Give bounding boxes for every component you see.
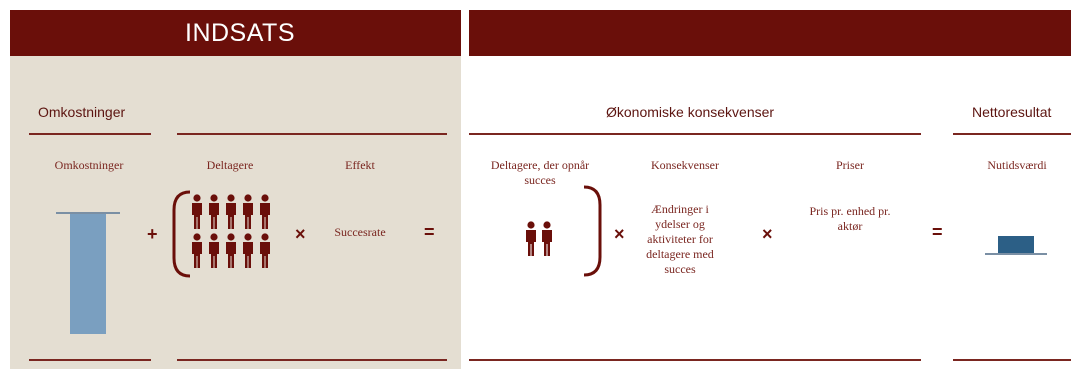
cost-bar-baseline (56, 212, 120, 214)
label-present-value: Nutidsværdi (987, 158, 1047, 172)
label-effect: Effekt (345, 158, 375, 172)
rule-top-costs (29, 133, 151, 135)
header-bar-right (469, 10, 1071, 56)
section-economic-consequences-heading: Økonomiske konsekvenser (606, 104, 775, 120)
section-costs-heading: Omkostninger (38, 104, 126, 120)
equals-operator-1: = (424, 222, 435, 242)
label-participants: Deltagere (206, 158, 254, 172)
rule-bottom-participants (177, 359, 447, 361)
times-operator-3: × (762, 224, 773, 244)
participants-people-icon (192, 194, 270, 268)
cost-bar (70, 214, 106, 334)
rule-top-consequences (469, 133, 921, 135)
net-result-baseline (985, 253, 1047, 255)
section-net-result-heading: Nettoresultat (972, 104, 1052, 120)
plus-operator: + (147, 224, 158, 244)
label-prices: Priser (836, 158, 864, 172)
price-text: Pris pr. enhed pr. aktør (809, 204, 891, 233)
rule-top-participants (177, 133, 447, 135)
rule-bottom-consequences (469, 359, 921, 361)
bracket-right-icon (583, 185, 602, 277)
label-participants-success: Deltagere, der opnår succes (490, 158, 590, 187)
times-operator-1: × (295, 224, 306, 244)
bracket-left-icon (172, 190, 191, 278)
success-rate-text: Succesrate (334, 225, 386, 239)
header-title: INDSATS (185, 19, 295, 47)
net-result-bar (998, 236, 1034, 253)
equals-operator-2: = (932, 222, 943, 242)
rule-bottom-net (953, 359, 1071, 361)
successful-participants-icon (526, 221, 552, 256)
label-costs: Omkostninger (54, 158, 124, 172)
rule-top-net (953, 133, 1071, 135)
label-consequences: Konsekvenser (651, 158, 719, 172)
header-bar-left (10, 10, 461, 56)
times-operator-2: × (614, 224, 625, 244)
changes-text: Ændringer i ydelser og aktiviteter for d… (646, 202, 714, 276)
rule-bottom-costs (29, 359, 151, 361)
